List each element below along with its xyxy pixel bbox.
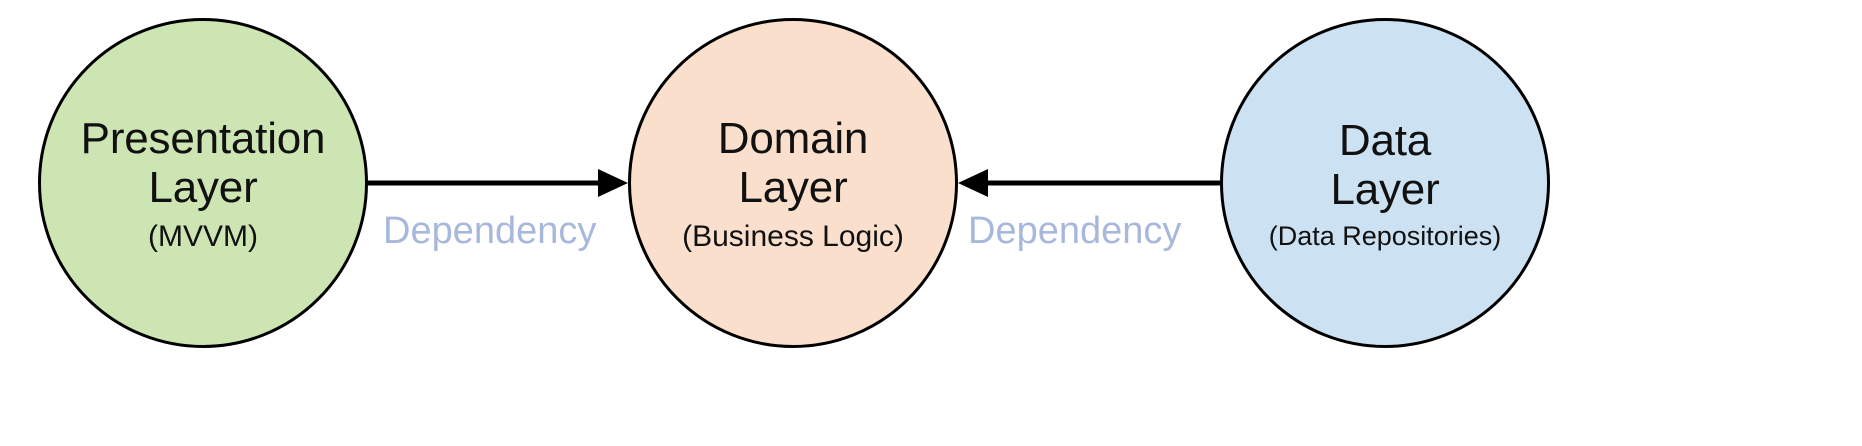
edge-label-dependency-left: Dependency — [383, 210, 597, 252]
arrow-data-to-domain — [958, 169, 1222, 197]
node-presentation-layer-subtitle: (MVVM) — [148, 219, 258, 253]
node-data-layer-title: Data Layer — [1330, 115, 1440, 214]
node-domain-layer[interactable]: Domain Layer (Business Logic) — [628, 18, 958, 348]
node-data-layer[interactable]: Data Layer (Data Repositories) — [1220, 18, 1550, 348]
node-presentation-layer-title: Presentation Layer — [80, 113, 326, 213]
node-domain-layer-title: Domain Layer — [717, 113, 869, 213]
arrow-presentation-to-domain — [366, 169, 628, 197]
node-domain-layer-subtitle: (Business Logic) — [682, 219, 904, 253]
node-data-layer-subtitle: (Data Repositories) — [1268, 221, 1502, 252]
edge-label-dependency-right: Dependency — [968, 210, 1182, 252]
node-presentation-layer[interactable]: Presentation Layer (MVVM) — [38, 18, 368, 348]
